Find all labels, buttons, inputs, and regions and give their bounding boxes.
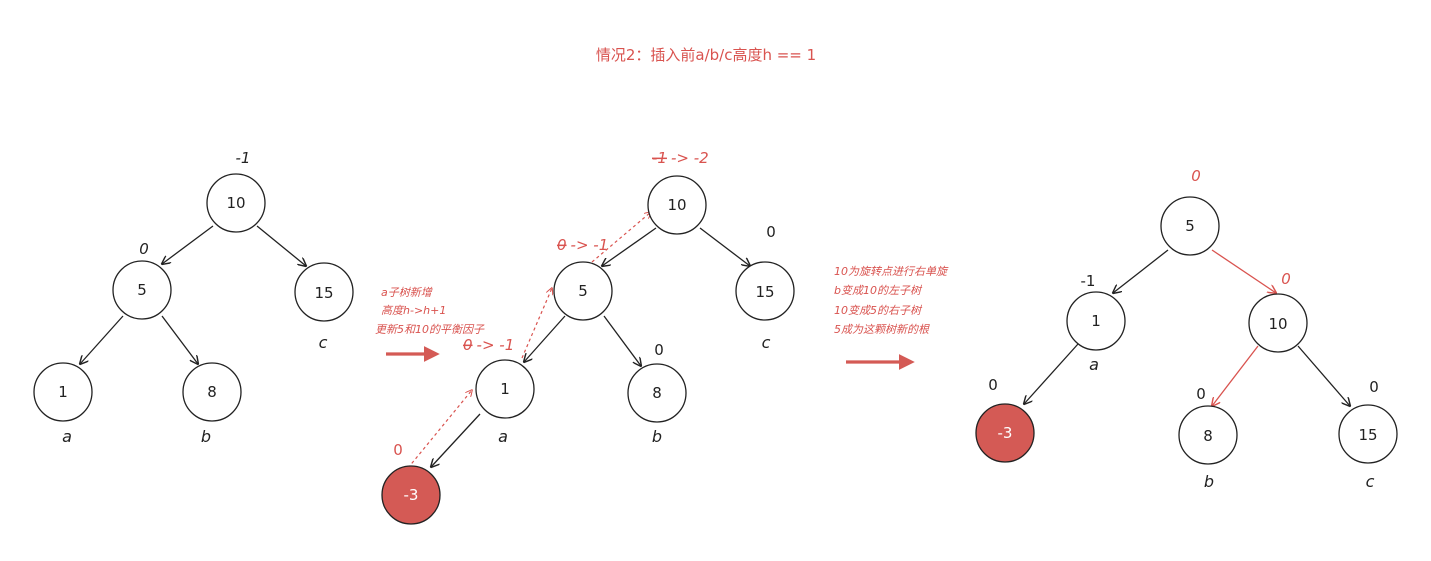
edge-5-8 (603, 315, 641, 366)
tree-node: 1 (33, 362, 93, 422)
balance-factor: 0 (1369, 378, 1379, 396)
balance-factor: -1 (1081, 272, 1096, 290)
edge-5-10 (1211, 249, 1276, 293)
subtree-label: a (1089, 355, 1099, 374)
tree-node: 8 (1178, 405, 1238, 465)
edge-10-15 (256, 225, 306, 266)
tree-node: 15 (735, 261, 795, 321)
node-label: 1 (1091, 312, 1101, 330)
tree-node: 5 (112, 260, 172, 320)
propagation-arrow (591, 212, 651, 263)
edge-1-minus3 (431, 413, 481, 467)
tree-node: 10 (1248, 293, 1308, 353)
tree-node: 10 (206, 173, 266, 233)
node-label: -3 (998, 424, 1013, 442)
new-node: -3 (975, 403, 1035, 463)
tree-node: 1 (1066, 291, 1126, 351)
node-label: 8 (207, 383, 217, 401)
node-label: 15 (314, 284, 333, 302)
note-line: 5成为这颗树新的根 (834, 323, 930, 336)
node-label: 8 (1203, 427, 1213, 445)
propagation-arrow (407, 390, 472, 469)
node-label: 15 (755, 283, 774, 301)
node-label: 10 (1268, 315, 1287, 333)
note-rotation: 10为旋转点进行右单旋 b变成10的左子树 10变成5的右子树 5成为这颗树新的… (834, 265, 949, 336)
subtree-label: c (1366, 472, 1375, 491)
balance-factor: 0 (1191, 167, 1201, 185)
note-insert: a子树新增 高度h->h+1 更新5和10的平衡因子 (375, 286, 485, 336)
subtree-label: b (652, 427, 662, 446)
note-line: 高度h->h+1 (381, 304, 446, 317)
old-balance-factor: 0 (463, 336, 473, 354)
node-label: 5 (1185, 217, 1195, 235)
propagation-arrow (521, 288, 552, 359)
tree-before-insert: 10 -1 5 0 15 c 1 a 8 b (33, 149, 354, 446)
tree-node: 10 (647, 175, 707, 235)
edge-5-1 (524, 315, 566, 362)
subtree-label: c (319, 333, 328, 352)
edge-10-15 (1297, 345, 1350, 406)
balance-factor: 0 (654, 341, 664, 359)
subtree-label: b (201, 427, 211, 446)
note-line: 10变成5的右子树 (834, 304, 923, 317)
balance-factor: 0 (766, 223, 776, 241)
tree-after-rotation: 5 0 1 -1 a 10 0 -3 0 8 0 b 15 0 c (975, 167, 1398, 491)
node-label: 8 (652, 384, 662, 402)
tree-node: 8 (627, 363, 687, 423)
node-label: 15 (1358, 426, 1377, 444)
balance-factor-change: 0-> -1 (557, 236, 608, 254)
edge-10-8 (1212, 345, 1259, 406)
edge-5-8 (161, 315, 198, 364)
node-label: 10 (226, 194, 245, 212)
subtree-label: a (498, 427, 508, 446)
tree-node: 5 (553, 261, 613, 321)
diagram-title: 情况2：插入前a/b/c高度h == 1 (596, 46, 816, 64)
balance-factor: 0 (393, 441, 403, 459)
edge-5-1 (1113, 249, 1169, 293)
edge-10-5 (602, 227, 657, 266)
node-label: 5 (578, 282, 588, 300)
balance-factor-change: -1-> -2 (652, 149, 709, 167)
balance-factor: 0 (988, 376, 998, 394)
node-label: 1 (500, 380, 510, 398)
tree-node: 5 (1160, 196, 1220, 256)
edge-1-minus3 (1024, 343, 1079, 404)
node-label: -3 (404, 486, 419, 504)
edge-10-15 (699, 227, 750, 266)
subtree-label: c (762, 333, 771, 352)
balance-factor: 0 (1281, 270, 1291, 288)
old-balance-factor: -1 (652, 149, 667, 167)
note-line: a子树新增 (381, 286, 433, 299)
balance-factor: 0 (1196, 385, 1206, 403)
subtree-label: a (62, 427, 72, 446)
tree-node: 1 (475, 359, 535, 419)
edge-10-5 (162, 225, 214, 264)
note-line: b变成10的左子树 (834, 284, 923, 297)
tree-after-insert: 10 -1-> -2 5 0-> -1 15 0 c 1 0-> -1 a 8 … (381, 149, 795, 525)
tree-node: 8 (182, 362, 242, 422)
node-label: 5 (137, 281, 147, 299)
balance-factor: 0 (139, 240, 149, 258)
old-balance-factor: 0 (557, 236, 567, 254)
subtree-label: b (1204, 472, 1214, 491)
node-label: 1 (58, 383, 68, 401)
note-line: 更新5和10的平衡因子 (375, 323, 485, 336)
note-line: 10为旋转点进行右单旋 (834, 265, 949, 278)
new-node: -3 (381, 465, 441, 525)
new-balance-factor: -> -1 (571, 236, 609, 254)
tree-node: 15 (294, 262, 354, 322)
balance-factor-change: 0-> -1 (463, 336, 514, 354)
new-balance-factor: -> -2 (671, 149, 709, 167)
balance-factor: -1 (236, 149, 251, 167)
node-label: 10 (667, 196, 686, 214)
tree-node: 15 (1338, 404, 1398, 464)
edge-5-1 (80, 315, 124, 364)
new-balance-factor: -> -1 (477, 336, 515, 354)
